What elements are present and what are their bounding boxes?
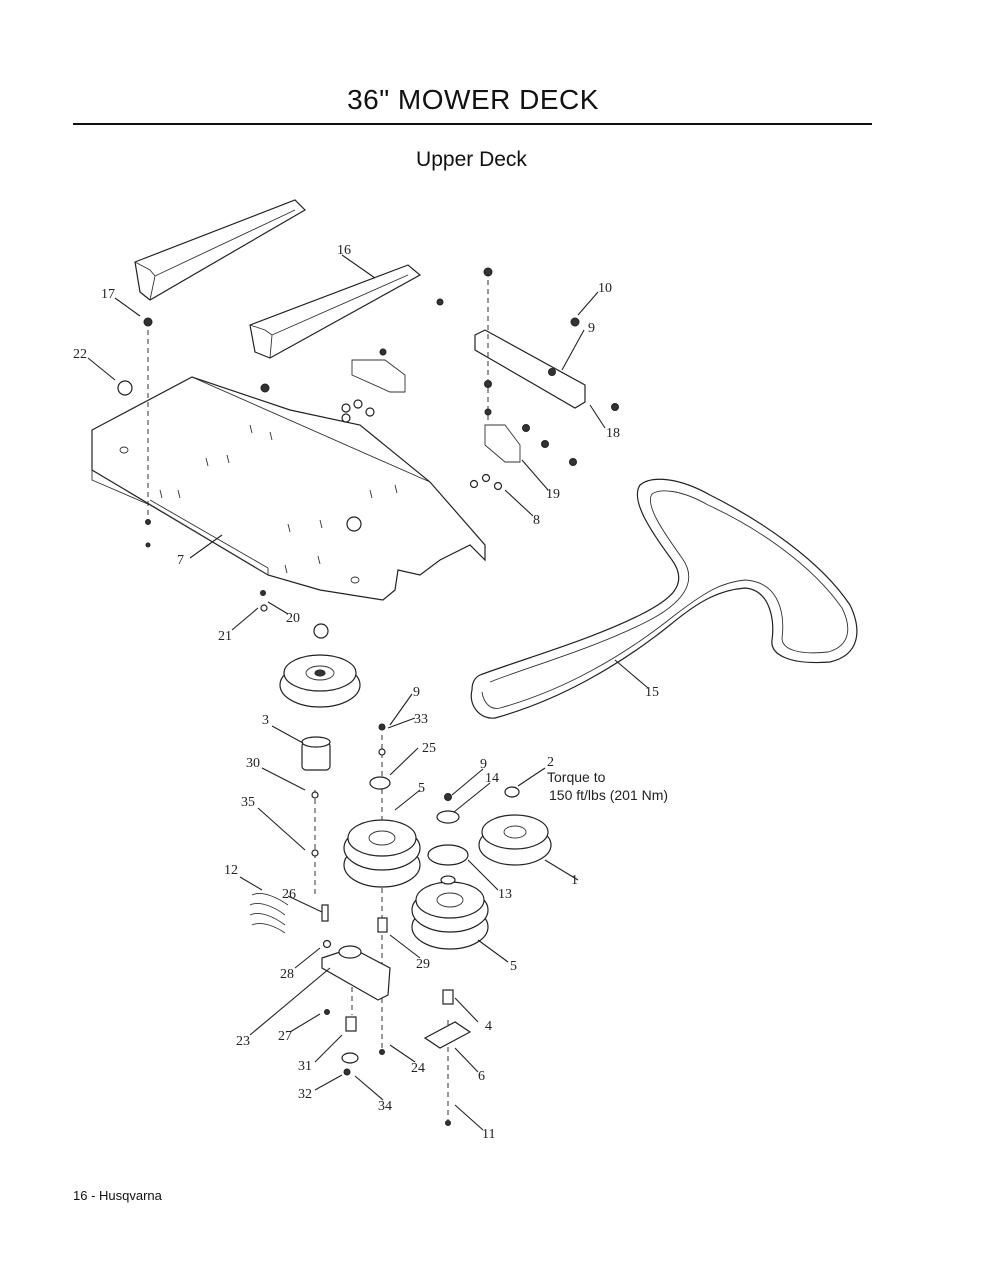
callout-9-idler: 9	[480, 757, 487, 772]
callout-34: 34	[378, 1099, 392, 1114]
callout-35: 35	[241, 795, 255, 810]
callout-labels: 1 2 3 4 5 5 6 7 8 9 9 9 10 11 12 13 14 1…	[73, 243, 659, 1142]
callout-20: 20	[286, 611, 300, 626]
title-divider	[73, 123, 872, 125]
callout-9-spindle: 9	[413, 685, 420, 700]
callout-10: 10	[598, 281, 612, 296]
page-title: 36" MOWER DECK	[347, 84, 599, 115]
callout-26: 26	[282, 887, 296, 902]
callout-31: 31	[298, 1059, 312, 1074]
callout-33: 33	[414, 712, 428, 727]
callout-18: 18	[606, 426, 620, 441]
callout-17: 17	[101, 287, 115, 302]
callout-12: 12	[224, 863, 238, 878]
callout-29: 29	[416, 957, 430, 972]
callout-24: 24	[411, 1061, 425, 1076]
callout-6: 6	[478, 1069, 485, 1084]
callout-2: 2	[547, 755, 554, 770]
pulley-1	[478, 814, 552, 866]
callout-8: 8	[533, 513, 540, 528]
page-subtitle: Upper Deck	[416, 148, 527, 171]
washers-and-spacers	[369, 723, 520, 885]
callout-25: 25	[422, 741, 436, 756]
callout-30: 30	[246, 756, 260, 771]
callout-32: 32	[298, 1087, 312, 1102]
callout-28: 28	[280, 967, 294, 982]
belt-cover-rear	[134, 199, 306, 301]
callout-4: 4	[485, 1019, 492, 1034]
idler-arm-bracket	[351, 329, 586, 463]
callout-9-bracket: 9	[588, 321, 595, 336]
callout-19: 19	[546, 487, 560, 502]
callout-22: 22	[73, 347, 87, 362]
callout-15: 15	[645, 685, 659, 700]
callout-5-upper: 5	[418, 781, 425, 796]
callout-27: 27	[278, 1029, 292, 1044]
callout-11: 11	[482, 1127, 495, 1142]
blade-adapter-and-plate	[423, 989, 472, 1126]
callout-7: 7	[177, 553, 184, 568]
torque-note-line2: 150 ft/lbs (201 Nm)	[549, 787, 668, 803]
deck-housing	[91, 376, 486, 601]
callout-1: 1	[571, 873, 578, 888]
idler-pulley-5a	[343, 819, 421, 888]
page-footer: 16 - Husqvarna	[73, 1188, 162, 1203]
callout-5-lower: 5	[510, 959, 517, 974]
callout-14: 14	[485, 771, 499, 786]
callout-16: 16	[337, 243, 351, 258]
callout-13: 13	[498, 887, 512, 902]
torque-note-line1: Torque to	[547, 769, 606, 785]
callout-21: 21	[218, 629, 232, 644]
callout-23: 23	[236, 1034, 250, 1049]
leader-lines	[87, 254, 649, 1131]
callout-3: 3	[262, 713, 269, 728]
drive-belt	[470, 478, 858, 719]
idler-pulley-5b	[411, 881, 489, 950]
spindle-and-arm	[249, 736, 391, 1076]
belt-cover-front	[249, 264, 422, 359]
torque-note: Torque to 150 ft/lbs (201 Nm)	[547, 769, 668, 803]
main-pulley-top	[279, 654, 361, 708]
